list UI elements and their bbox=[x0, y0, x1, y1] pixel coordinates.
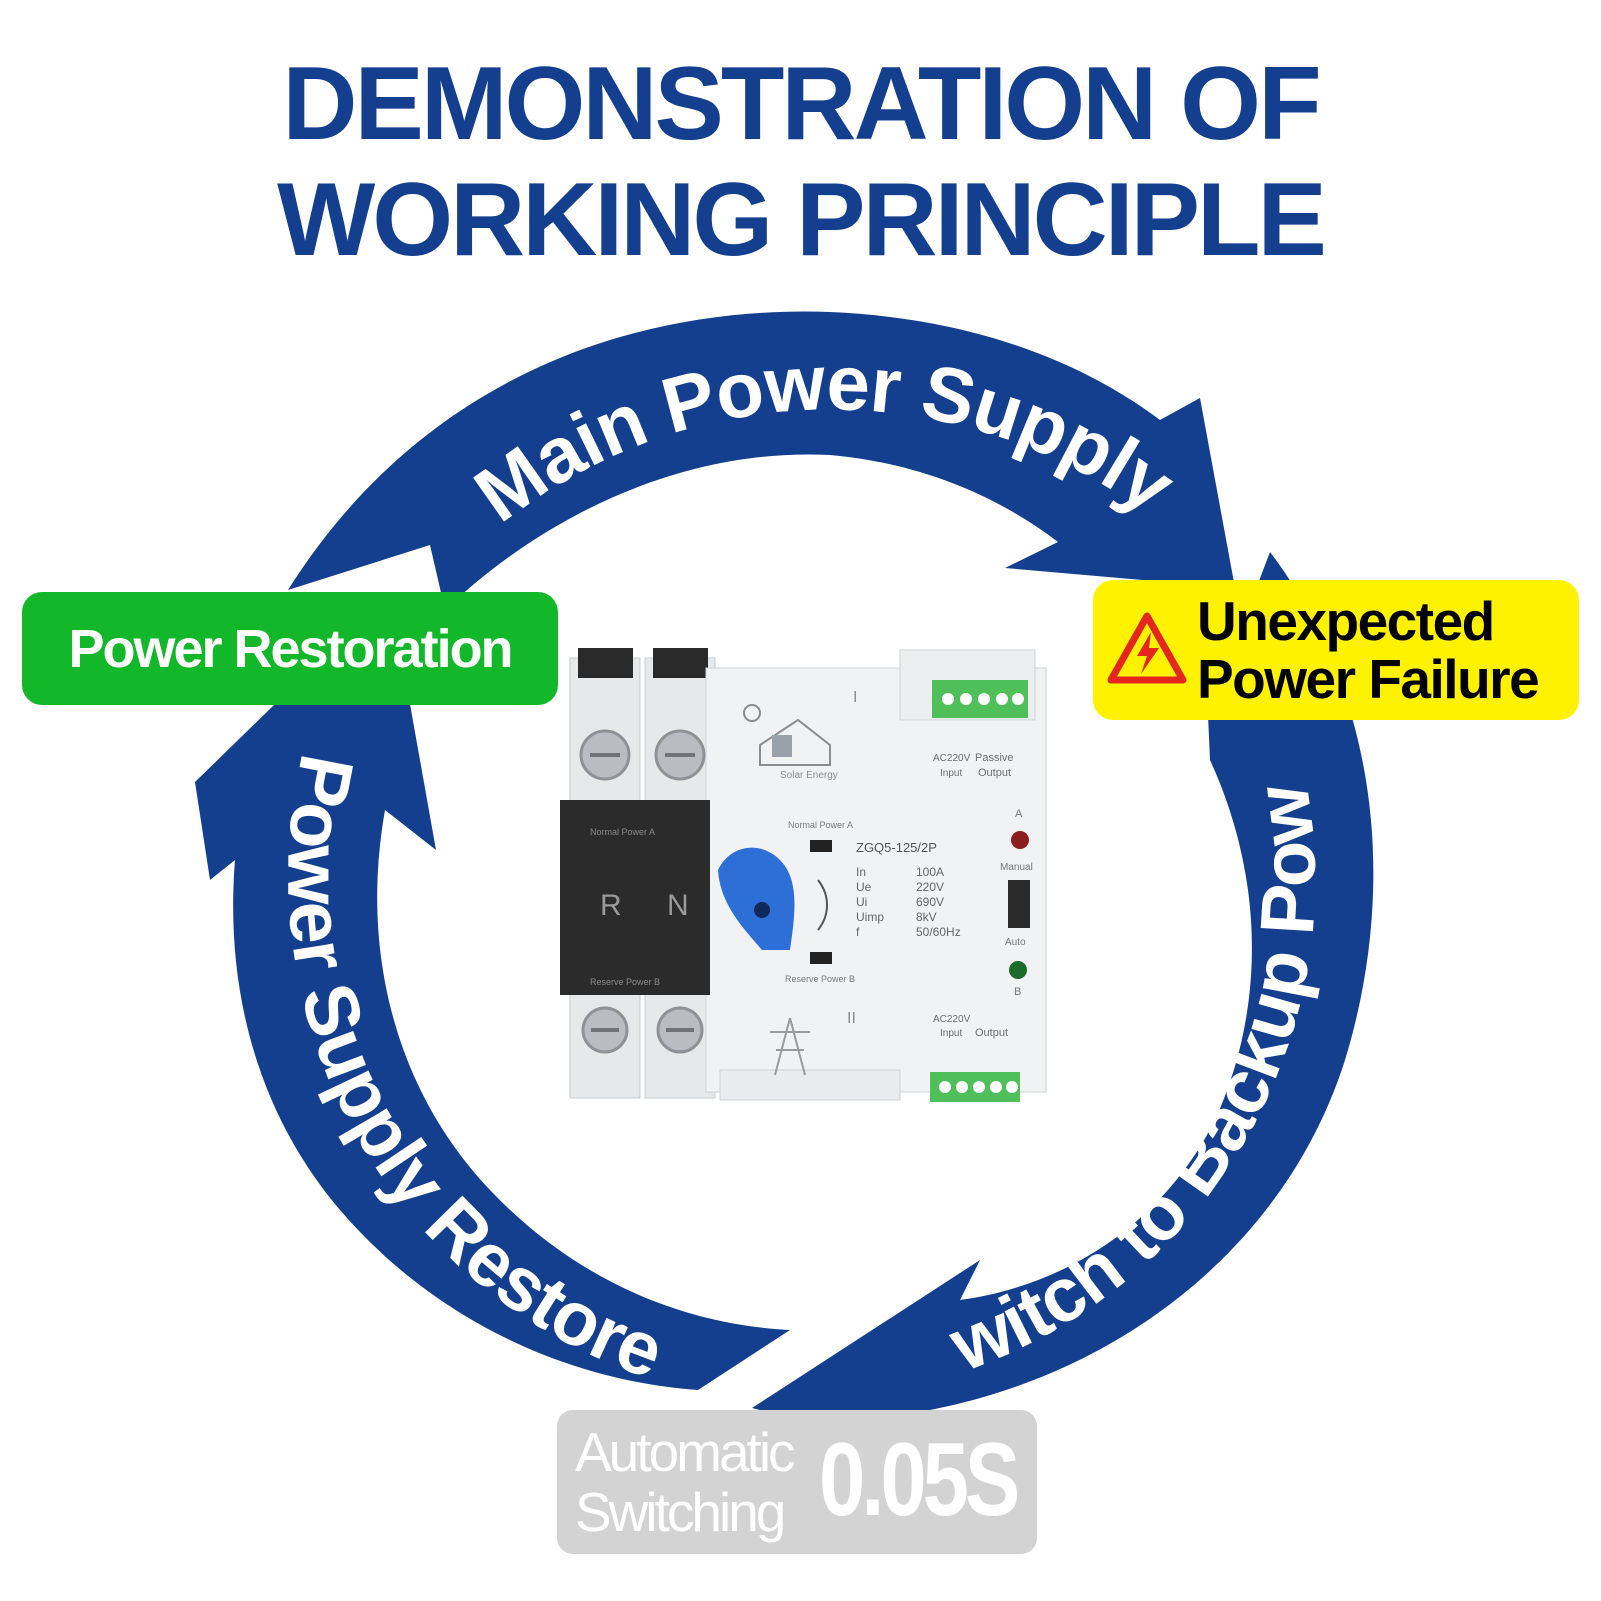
failure-line-2: Power Failure bbox=[1197, 648, 1540, 710]
svg-text:690V: 690V bbox=[916, 895, 944, 909]
power-restoration-text: Power Restoration bbox=[68, 618, 513, 679]
switching-time: 0.05S bbox=[819, 1422, 1020, 1538]
svg-text:AC220V: AC220V bbox=[933, 1014, 971, 1025]
svg-text:Output: Output bbox=[975, 1027, 1008, 1039]
failure-line-1: Unexpected bbox=[1197, 590, 1495, 652]
badge-auto-switching: Automatic Switching 0.05S bbox=[557, 1410, 1037, 1554]
svg-text:100A: 100A bbox=[916, 865, 944, 879]
svg-text:II: II bbox=[847, 1010, 856, 1027]
svg-text:Input: Input bbox=[940, 768, 962, 779]
svg-text:Auto: Auto bbox=[1005, 937, 1026, 948]
svg-text:Ui: Ui bbox=[856, 895, 867, 909]
svg-text:Passive: Passive bbox=[975, 752, 1014, 764]
svg-text:Reserve Power B: Reserve Power B bbox=[590, 977, 660, 987]
arrow-main-power bbox=[288, 311, 1235, 610]
svg-text:220V: 220V bbox=[916, 880, 944, 894]
switching-line-2: Switching bbox=[575, 1481, 786, 1543]
title-line-1: DEMONSTRATION OF bbox=[282, 46, 1321, 162]
title-line-2: WORKING PRINCIPLE bbox=[277, 162, 1327, 278]
svg-text:AC220V: AC220V bbox=[933, 753, 971, 764]
svg-text:Normal Power A: Normal Power A bbox=[788, 820, 853, 830]
badge-power-restoration: Power Restoration bbox=[22, 592, 558, 705]
warning-lightning-icon bbox=[1107, 612, 1187, 684]
arrow-supply-restored bbox=[195, 592, 790, 1390]
svg-text:Output: Output bbox=[978, 767, 1011, 779]
svg-text:Manual: Manual bbox=[1000, 862, 1033, 873]
svg-text:Reserve Power B: Reserve Power B bbox=[785, 974, 855, 984]
svg-text:8kV: 8kV bbox=[916, 910, 937, 924]
switching-line-1: Automatic bbox=[575, 1421, 796, 1483]
svg-text:Uimp: Uimp bbox=[856, 910, 884, 924]
svg-text:I: I bbox=[853, 689, 857, 706]
svg-text:R: R bbox=[600, 889, 622, 922]
svg-text:A: A bbox=[1015, 808, 1023, 820]
svg-text:f: f bbox=[856, 925, 860, 939]
svg-text:Normal Power A: Normal Power A bbox=[590, 827, 655, 837]
badge-power-failure: Unexpected Power Failure bbox=[1093, 580, 1579, 720]
svg-text:N: N bbox=[667, 889, 689, 922]
svg-text:Ue: Ue bbox=[856, 880, 872, 894]
svg-text:B: B bbox=[1014, 986, 1021, 998]
svg-text:ZGQ5-125/2P: ZGQ5-125/2P bbox=[856, 840, 937, 855]
arrow-backup-power bbox=[752, 552, 1374, 1420]
transfer-switch-device: R N Normal Power A Reserve Power B Solar… bbox=[560, 648, 1047, 1102]
svg-text:50/60Hz: 50/60Hz bbox=[916, 925, 961, 939]
svg-text:In: In bbox=[856, 865, 866, 879]
svg-text:Input: Input bbox=[940, 1028, 962, 1039]
svg-text:Solar Energy: Solar Energy bbox=[780, 770, 838, 781]
